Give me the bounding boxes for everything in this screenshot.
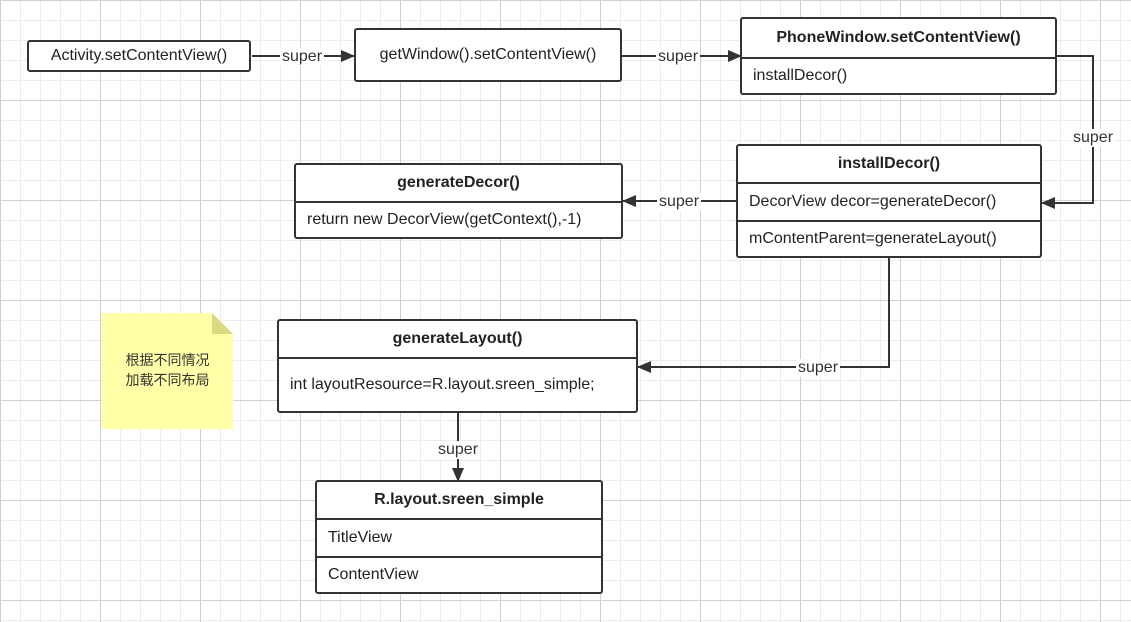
edge-label: super	[1071, 129, 1116, 147]
edge-label: super	[656, 48, 701, 66]
node-activity-setcontentview[interactable]: Activity.setContentView()	[27, 40, 251, 72]
edge-label: super	[436, 441, 481, 459]
edge-label: super	[657, 193, 702, 211]
class-row: installDecor()	[753, 67, 848, 84]
class-generatedecor[interactable]: generateDecor() return new DecorView(get…	[294, 163, 623, 239]
class-installdecor[interactable]: installDecor() DecorView decor=generateD…	[736, 144, 1042, 258]
node-label: Activity.setContentView()	[50, 47, 228, 64]
class-row: int layoutResource=R.layout.sreen_simple…	[290, 376, 595, 393]
class-row: TitleView	[328, 529, 393, 546]
class-row: ContentView	[317, 556, 601, 592]
class-phonewindow[interactable]: PhoneWindow.setContentView() installDeco…	[740, 17, 1057, 95]
class-title: PhoneWindow.setContentView()	[742, 19, 1055, 59]
class-generatelayout[interactable]: generateLayout() int layoutResource=R.la…	[277, 319, 638, 413]
node-label: getWindow().setContentView()	[379, 46, 597, 63]
edge-installdecor-to-generatelayout	[637, 258, 890, 373]
note-text: 根据不同情况 加载不同布局	[125, 353, 210, 389]
class-title: generateLayout()	[279, 321, 636, 359]
class-title: generateDecor()	[296, 165, 621, 203]
edge-label: super	[796, 359, 841, 377]
node-getwindow-setcontentview[interactable]: getWindow().setContentView()	[354, 28, 622, 82]
sticky-note[interactable]: 根据不同情况 加载不同布局	[102, 313, 233, 429]
class-row: mContentParent=generateLayout()	[738, 220, 1040, 256]
class-row: DecorView decor=generateDecor()	[749, 193, 997, 210]
edge-label: super	[280, 48, 325, 66]
class-sreen-simple[interactable]: R.layout.sreen_simple TitleView ContentV…	[315, 480, 603, 594]
class-title: installDecor()	[738, 146, 1040, 184]
class-row: return new DecorView(getContext(),-1)	[307, 211, 582, 228]
class-title: R.layout.sreen_simple	[317, 482, 601, 520]
